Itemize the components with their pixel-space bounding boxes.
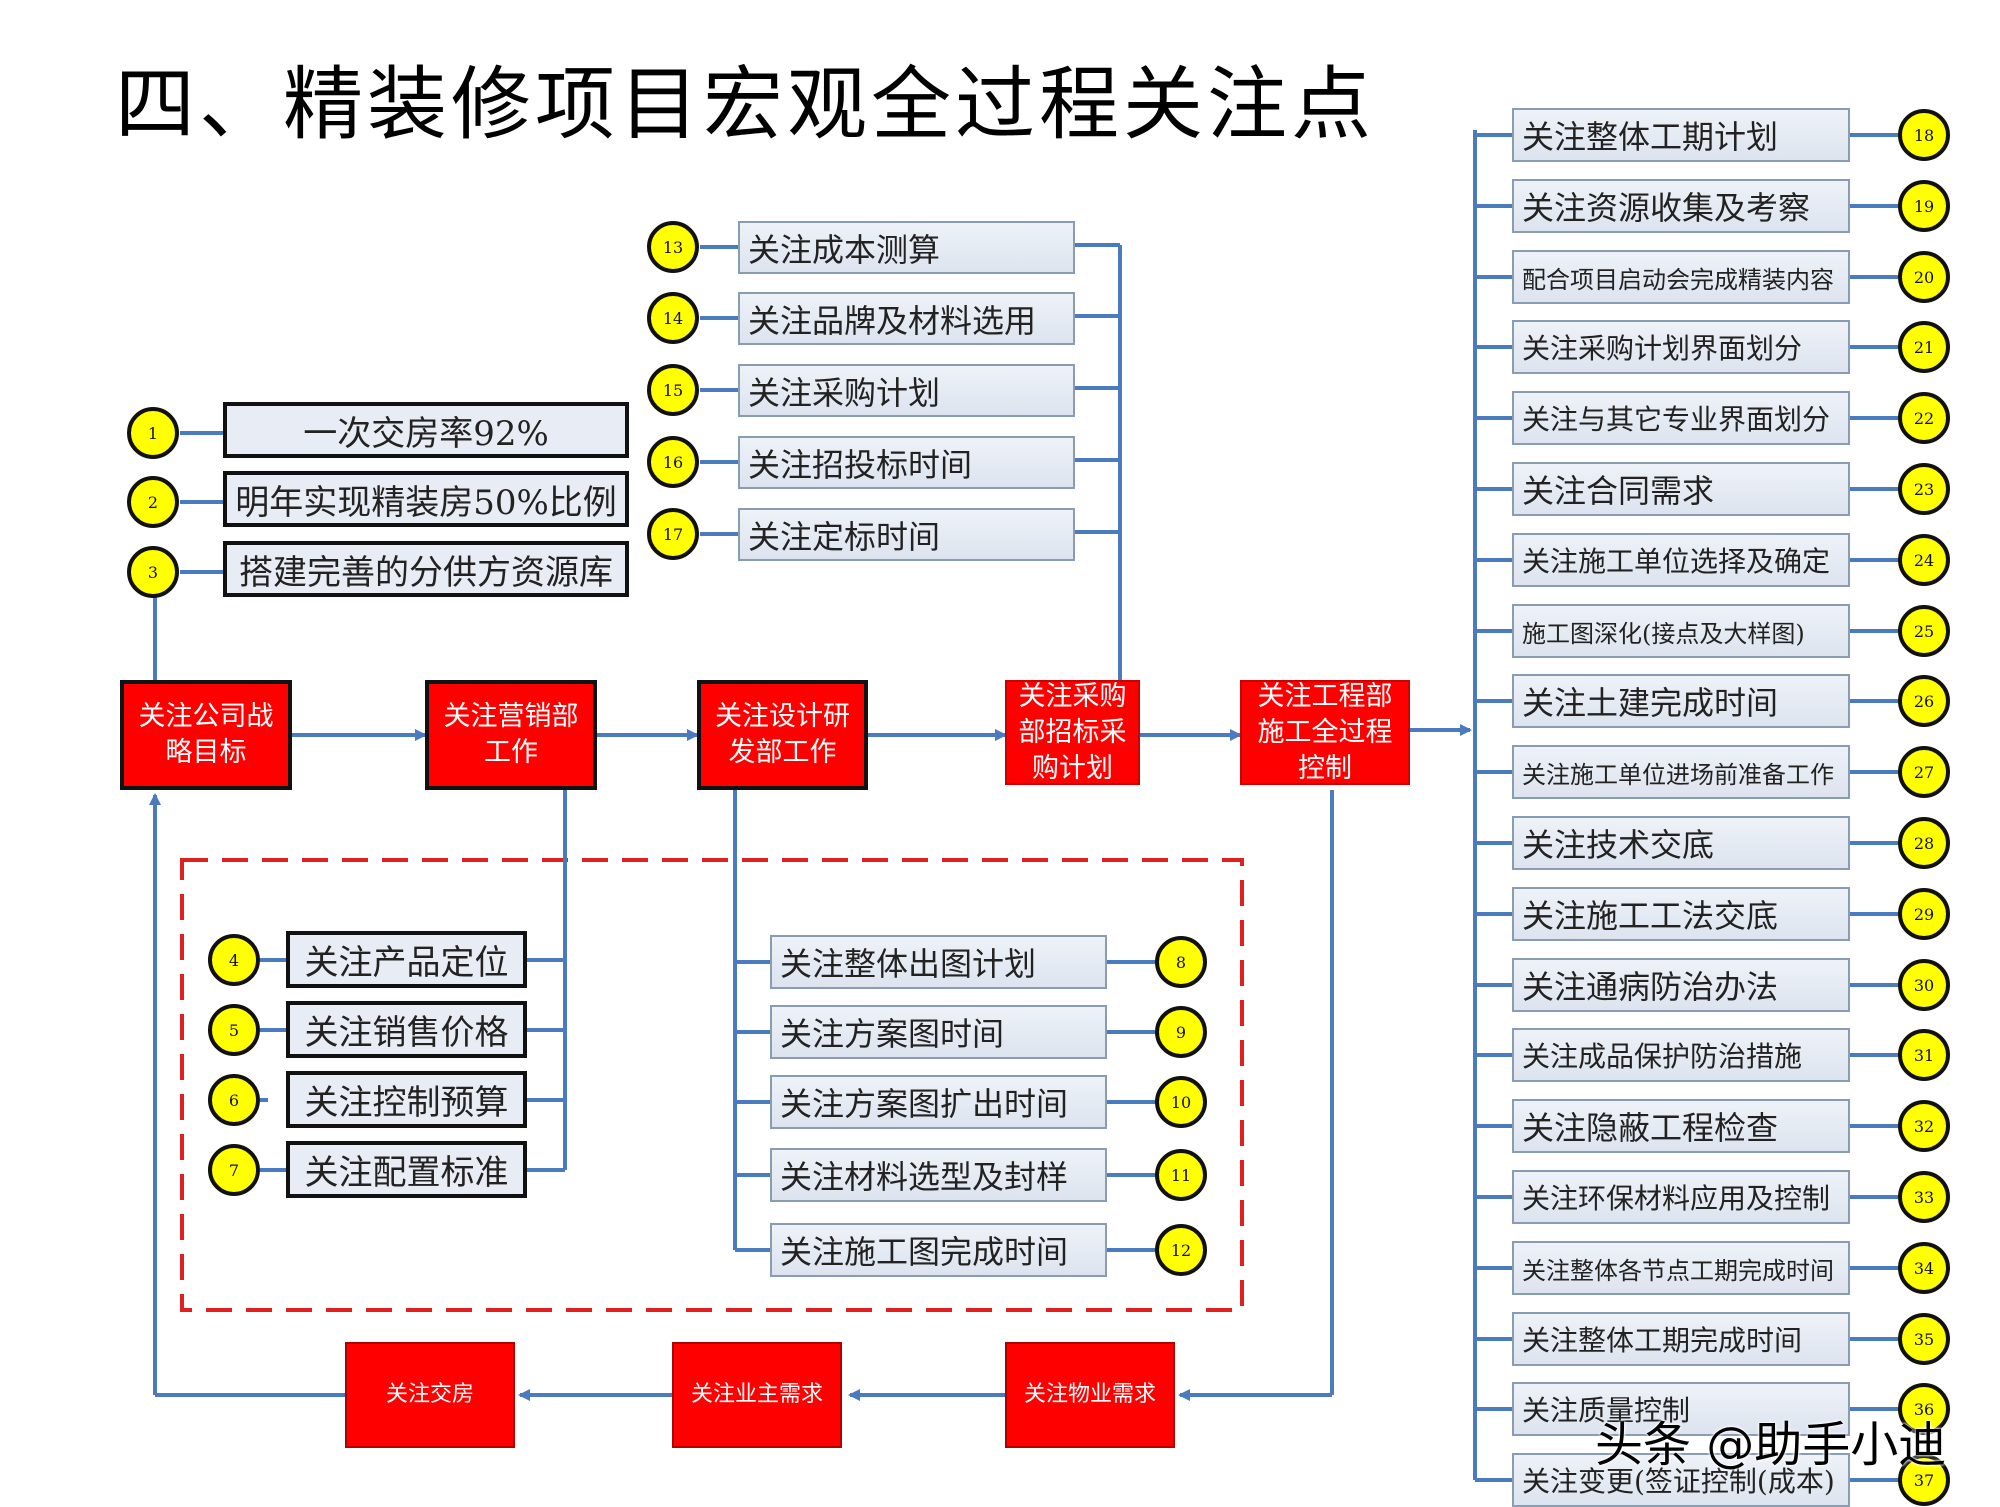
procurement-box: 关注采购部招标采购计划	[1005, 680, 1140, 785]
badge-32: 32	[1898, 1100, 1950, 1152]
procurement-item-14: 关注品牌及材料选用	[738, 292, 1075, 345]
engineering-item-18: 关注整体工期计划	[1512, 108, 1850, 162]
badge-20: 20	[1898, 251, 1950, 303]
badge-12: 12	[1155, 1224, 1207, 1276]
design-box: 关注设计研发部工作	[697, 680, 868, 790]
owner-needs-box: 关注业主需求	[672, 1342, 842, 1448]
engineering-item-22: 关注与其它专业界面划分	[1512, 391, 1850, 445]
marketing-design-dashed-region	[180, 858, 1244, 1312]
badge-31: 31	[1898, 1029, 1950, 1081]
badge-26: 26	[1898, 675, 1950, 727]
engineering-item-32: 关注隐蔽工程检查	[1512, 1099, 1850, 1153]
page-title: 四、精装修项目宏观全过程关注点	[115, 58, 1375, 151]
property-needs-box: 关注物业需求	[1005, 1342, 1175, 1448]
badge-3: 3	[127, 546, 179, 598]
engineering-item-31: 关注成品保护防治措施	[1512, 1028, 1850, 1082]
badge-1: 1	[127, 407, 179, 459]
badge-36: 36	[1898, 1383, 1950, 1435]
marketing-item-7: 关注配置标准	[286, 1141, 527, 1198]
design-item-11: 关注材料选型及封样	[770, 1148, 1107, 1202]
engineering-item-20: 配合项目启动会完成精装内容	[1512, 250, 1850, 304]
badge-6: 6	[208, 1074, 260, 1126]
badge-27: 27	[1898, 746, 1950, 798]
strategy-item-1: 一次交房率92%	[223, 402, 629, 458]
badge-11: 11	[1155, 1149, 1207, 1201]
marketing-item-6: 关注控制预算	[286, 1071, 527, 1128]
marketing-item-4: 关注产品定位	[286, 931, 527, 988]
engineering-item-37: 关注变更(签证控制(成本)	[1512, 1453, 1850, 1507]
badge-29: 29	[1898, 888, 1950, 940]
engineering-item-33: 关注环保材料应用及控制	[1512, 1170, 1850, 1224]
badge-9: 9	[1155, 1006, 1207, 1058]
engineering-item-26: 关注土建完成时间	[1512, 674, 1850, 728]
engineering-box: 关注工程部施工全过程控制	[1240, 680, 1410, 785]
engineering-item-23: 关注合同需求	[1512, 462, 1850, 516]
badge-14: 14	[647, 292, 699, 344]
design-item-9: 关注方案图时间	[770, 1005, 1107, 1059]
strategy-item-3: 搭建完善的分供方资源库	[223, 541, 629, 597]
badge-23: 23	[1898, 463, 1950, 515]
engineering-item-35: 关注整体工期完成时间	[1512, 1312, 1850, 1366]
badge-28: 28	[1898, 817, 1950, 869]
badge-10: 10	[1155, 1076, 1207, 1128]
engineering-item-29: 关注施工工法交底	[1512, 887, 1850, 941]
badge-18: 18	[1898, 109, 1950, 161]
badge-15: 15	[647, 364, 699, 416]
procurement-item-13: 关注成本测算	[738, 221, 1075, 274]
badge-17: 17	[647, 508, 699, 560]
badge-25: 25	[1898, 605, 1950, 657]
badge-33: 33	[1898, 1171, 1950, 1223]
design-item-8: 关注整体出图计划	[770, 935, 1107, 989]
badge-4: 4	[208, 934, 260, 986]
engineering-item-27: 关注施工单位进场前准备工作	[1512, 745, 1850, 799]
engineering-item-36: 关注质量控制	[1512, 1382, 1850, 1436]
engineering-item-25: 施工图深化(接点及大样图)	[1512, 604, 1850, 658]
design-item-10: 关注方案图扩出时间	[770, 1075, 1107, 1129]
procurement-item-16: 关注招投标时间	[738, 436, 1075, 489]
badge-5: 5	[208, 1004, 260, 1056]
badge-16: 16	[647, 436, 699, 488]
engineering-item-28: 关注技术交底	[1512, 816, 1850, 870]
engineering-item-30: 关注通病防治办法	[1512, 958, 1850, 1012]
marketing-item-5: 关注销售价格	[286, 1001, 527, 1058]
badge-21: 21	[1898, 321, 1950, 373]
marketing-box: 关注营销部工作	[425, 680, 597, 790]
badge-30: 30	[1898, 959, 1950, 1011]
strategy-item-2: 明年实现精装房50%比例	[223, 471, 629, 527]
badge-19: 19	[1898, 180, 1950, 232]
badge-24: 24	[1898, 534, 1950, 586]
badge-22: 22	[1898, 392, 1950, 444]
engineering-item-24: 关注施工单位选择及确定	[1512, 533, 1850, 587]
watermark: 头条 @助手小迪	[1595, 1417, 1947, 1473]
procurement-item-15: 关注采购计划	[738, 364, 1075, 417]
badge-8: 8	[1155, 936, 1207, 988]
engineering-item-19: 关注资源收集及考察	[1512, 179, 1850, 233]
procurement-item-17: 关注定标时间	[738, 508, 1075, 561]
badge-35: 35	[1898, 1313, 1950, 1365]
strategy-box: 关注公司战略目标	[120, 680, 292, 790]
design-item-12: 关注施工图完成时间	[770, 1223, 1107, 1277]
badge-7: 7	[208, 1144, 260, 1196]
badge-34: 34	[1898, 1242, 1950, 1294]
badge-2: 2	[127, 476, 179, 528]
badge-13: 13	[647, 221, 699, 273]
engineering-item-34: 关注整体各节点工期完成时间	[1512, 1241, 1850, 1295]
engineering-item-21: 关注采购计划界面划分	[1512, 320, 1850, 374]
handover-box: 关注交房	[345, 1342, 515, 1448]
